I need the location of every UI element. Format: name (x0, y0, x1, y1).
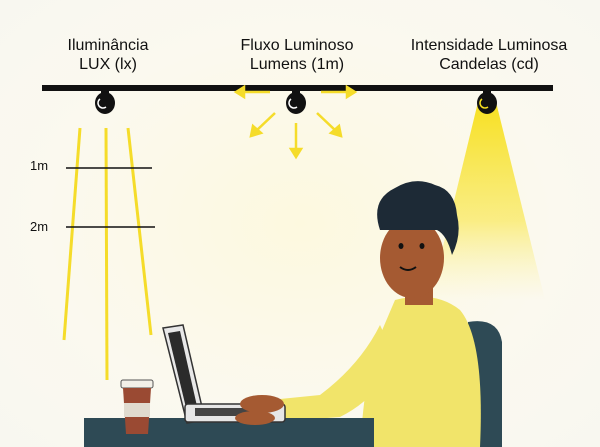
luminous-intensity-label: Intensidade Luminosa Candelas (cd) (389, 36, 589, 74)
luminous-flux-unit: Lumens (1m) (249, 56, 345, 73)
light-cone (430, 102, 545, 300)
illuminance-label: Iluminância LUX (lx) (8, 36, 208, 74)
illuminance-title: Iluminância (67, 37, 149, 54)
flux-arrows (233, 84, 358, 160)
distance-label-2m: 2m (30, 219, 49, 234)
person-torso (360, 296, 481, 447)
person-hair (377, 181, 459, 255)
luminous-intensity-title: Intensidade Luminosa (410, 37, 568, 54)
lux-rays (62, 127, 153, 381)
illuminance-unit: LUX (lx) (79, 56, 137, 73)
bulb-icon (477, 90, 497, 114)
coffee-cup-icon (120, 379, 154, 434)
light-track (42, 85, 553, 91)
person-hand (240, 395, 284, 413)
luminous-flux-title: Fluxo Luminoso (240, 37, 354, 54)
distance-label-1m: 1m (30, 158, 49, 173)
luminous-flux-label: Fluxo Luminoso Lumens (1m) (197, 36, 397, 74)
person-hand (235, 411, 275, 425)
person-arm (270, 325, 395, 422)
luminous-intensity-unit: Candelas (cd) (439, 56, 539, 73)
bulb-icon (286, 90, 306, 114)
person-head (380, 218, 444, 298)
bulb-icon (95, 90, 115, 114)
